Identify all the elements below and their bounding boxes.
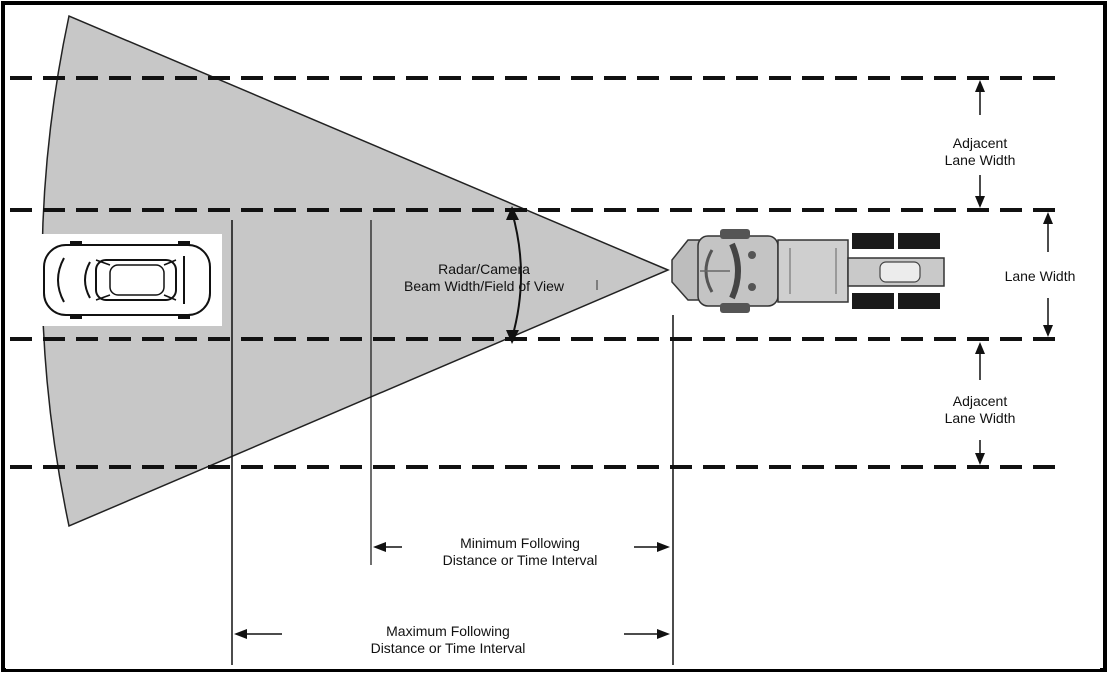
min-following-label-line1: Minimum Following bbox=[460, 535, 580, 551]
adjacent-bottom-dimension bbox=[975, 342, 985, 465]
min-following-label-line2: Distance or Time Interval bbox=[442, 552, 598, 568]
radar-beam-label-line2: Beam Width/Field of View bbox=[403, 278, 565, 294]
beam-arc-arrow-top bbox=[506, 206, 519, 220]
adjacent-top-dimension bbox=[975, 80, 985, 208]
adjacent-bottom-label-line1: Adjacent bbox=[952, 393, 1008, 409]
adjacent-top-label-line1: Adjacent bbox=[952, 135, 1008, 151]
min-following-label: Minimum Following Distance or Time Inter… bbox=[410, 535, 630, 569]
max-following-label: Maximum Following Distance or Time Inter… bbox=[338, 623, 558, 657]
lane-width-label-text: Lane Width bbox=[1004, 268, 1076, 284]
radar-beam-label-line1: Radar/Camera bbox=[438, 261, 530, 277]
radar-beam-label: Radar/Camera Beam Width/Field of View bbox=[372, 261, 596, 295]
max-following-label-line2: Distance or Time Interval bbox=[370, 640, 526, 656]
beam-arc-arrow-bottom bbox=[506, 330, 519, 344]
max-following-label-line1: Maximum Following bbox=[386, 623, 510, 639]
beam-width-arc bbox=[511, 211, 522, 339]
adjacent-top-label-line2: Lane Width bbox=[944, 152, 1016, 168]
adjacent-top-label: Adjacent Lane Width bbox=[932, 135, 1028, 169]
lead-car-icon bbox=[34, 234, 222, 326]
lane-width-dimension bbox=[1043, 212, 1053, 337]
adjacent-bottom-label: Adjacent Lane Width bbox=[932, 393, 1028, 427]
lane-lines bbox=[10, 76, 1062, 469]
max-following-dimension bbox=[234, 629, 670, 639]
min-following-dimension bbox=[373, 542, 670, 552]
adjacent-bottom-label-line2: Lane Width bbox=[944, 410, 1016, 426]
lane-width-label: Lane Width bbox=[992, 268, 1088, 285]
truck-tractor-icon bbox=[671, 229, 945, 313]
